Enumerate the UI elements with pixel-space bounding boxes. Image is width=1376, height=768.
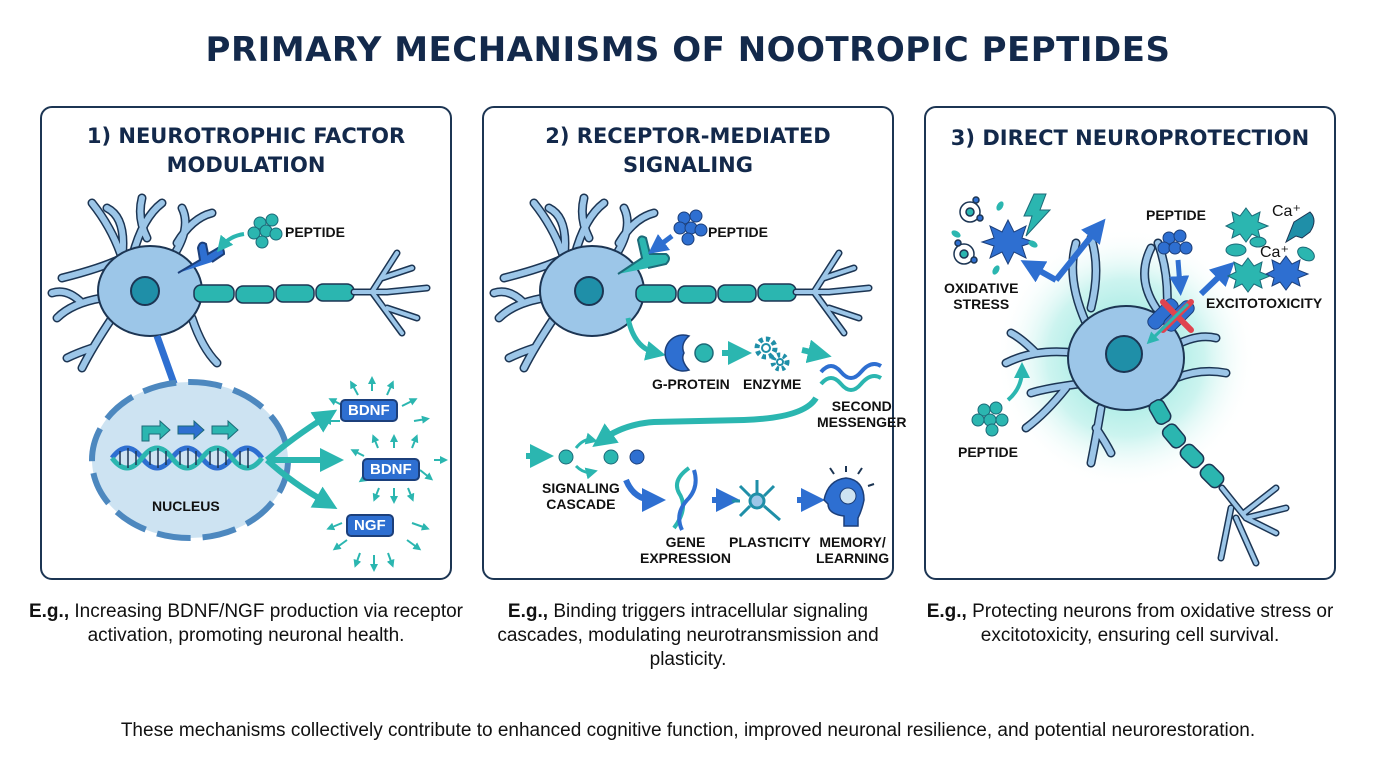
- panel-title-line1: 2) RECEPTOR-MEDIATED: [545, 124, 831, 148]
- arrow-icon: [1198, 261, 1235, 297]
- starburst-icon: [1224, 207, 1270, 243]
- starburst-icon: [1264, 255, 1310, 291]
- caption-receptor-signaling: E.g., Binding triggers intracellular sig…: [468, 600, 908, 672]
- peptide-label: PEPTIDE: [708, 224, 768, 240]
- axon-icon: [1148, 399, 1225, 489]
- footer-summary: These mechanisms collectively contribute…: [120, 720, 1256, 741]
- calcium-ion-label: Ca⁺: [1260, 244, 1289, 261]
- arrow-icon: [623, 478, 666, 512]
- arrow-icon: [264, 409, 344, 509]
- peptide-cluster-icon: [971, 401, 1009, 437]
- label-line: OXIDATIVE: [944, 280, 1019, 296]
- calcium-ion-label: Ca⁺: [1272, 203, 1301, 220]
- arrow-icon: [625, 317, 666, 361]
- panel-title: 3) DIRECT NEUROPROTECTION: [926, 124, 1334, 153]
- peptide-label: PEPTIDE: [958, 444, 1018, 460]
- dna-icon: [110, 445, 264, 471]
- brain-head-icon: [823, 466, 875, 527]
- peptide-label: PEPTIDE: [285, 224, 345, 240]
- panel-title-line2: SIGNALING: [622, 153, 753, 177]
- signaling-cascade-label: SIGNALING CASCADE: [542, 480, 620, 512]
- lightning-icon: [1023, 193, 1052, 237]
- label-line: GENE: [665, 534, 706, 550]
- panel-title-line2: MODULATION: [166, 153, 326, 177]
- gene-expression-label: GENE EXPRESSION: [640, 534, 731, 566]
- excitotoxicity-label: EXCITOTOXICITY: [1206, 295, 1323, 311]
- cascade-icon: [526, 432, 645, 480]
- label-line: CASCADE: [546, 496, 616, 512]
- peptide-cluster-icon: [1157, 229, 1193, 255]
- page-title: PRIMARY MECHANISMS OF NOOTROPIC PEPTIDES: [205, 30, 1171, 70]
- label-line: MESSENGER: [817, 414, 907, 430]
- arrow-icon: [1020, 218, 1106, 283]
- panel-title-line1: 3) DIRECT NEUROPROTECTION: [950, 126, 1310, 150]
- caption-prefix: E.g.,: [507, 601, 549, 622]
- label-line: LEARNING: [816, 550, 890, 566]
- neurotrophic-illustration: [47, 193, 448, 572]
- arrow-icon: [217, 232, 245, 253]
- second-messenger-label: SECOND MESSENGER: [817, 398, 906, 430]
- gear-icon: [754, 336, 790, 372]
- channel-block-icon: [1146, 298, 1195, 345]
- particle-icon: [1225, 236, 1315, 262]
- nucleus-label: NUCLEUS: [152, 498, 220, 514]
- label-line: SIGNALING: [542, 480, 620, 496]
- receptor-signaling-illustration: [489, 193, 883, 531]
- panel-receptor-signaling: 2) RECEPTOR-MEDIATED SIGNALING: [482, 106, 906, 580]
- neuron-icon: [489, 193, 659, 373]
- wave-icon: [819, 362, 883, 392]
- neuron-small-icon: [732, 480, 781, 522]
- memory-learning-label: MEMORY/ LEARNING: [816, 534, 889, 566]
- caption-prefix: E.g.,: [926, 601, 967, 622]
- peptide-cluster-icon: [247, 213, 283, 249]
- dna-icon: [672, 466, 698, 531]
- radical-icon: [953, 196, 984, 265]
- ngf-label: NGF: [346, 514, 394, 537]
- panel-neuroprotection: 3) DIRECT NEUROPROTECTION: [924, 106, 1336, 580]
- peptide-label: PEPTIDE: [1146, 207, 1206, 223]
- caption-prefix: E.g.,: [28, 601, 70, 622]
- particle-icon: [951, 201, 1038, 275]
- panel-title: 2) RECEPTOR-MEDIATED SIGNALING: [484, 122, 892, 180]
- arrow-icon: [1169, 259, 1190, 296]
- caption-text: Binding triggers intracellular signaling…: [497, 601, 879, 670]
- g-protein-label: G-PROTEIN: [652, 376, 730, 392]
- panel-title: 1) NEUROTROPHIC FACTOR MODULATION: [42, 122, 450, 180]
- label-line: EXPRESSION: [640, 550, 732, 566]
- axon-icon: [635, 249, 873, 337]
- panel-title-line1: 1) NEUROTROPHIC FACTOR: [86, 124, 406, 148]
- axon-terminal-icon: [1217, 484, 1290, 567]
- bdnf-label: BDNF: [362, 458, 420, 481]
- arrow-icon: [648, 234, 674, 254]
- axon-icon: [193, 249, 431, 337]
- plasticity-label: PLASTICITY: [729, 534, 811, 550]
- label-line: MEMORY/: [819, 534, 886, 550]
- arrow-icon: [1284, 211, 1315, 244]
- caption-neurotrophic: E.g., Increasing BDNF/NGF production via…: [26, 600, 466, 648]
- neuron-icon: [47, 193, 222, 373]
- caption-text: Protecting neurons from oxidative stress…: [966, 601, 1334, 646]
- peptide-cluster-icon: [673, 209, 708, 246]
- bdnf-label: BDNF: [340, 399, 398, 422]
- caption-text: Increasing BDNF/NGF production via recep…: [69, 601, 463, 646]
- g-protein-icon: [664, 334, 714, 372]
- label-line: STRESS: [953, 296, 1010, 312]
- label-line: SECOND: [831, 398, 892, 414]
- panel-neurotrophic: 1) NEUROTROPHIC FACTOR MODULATION: [40, 106, 452, 580]
- arrow-icon: [801, 339, 832, 364]
- starburst-icon: [1226, 257, 1272, 293]
- enzyme-label: ENZYME: [743, 376, 802, 392]
- starburst-icon: [980, 218, 1036, 266]
- caption-neuroprotection: E.g., Protecting neurons from oxidative …: [910, 600, 1350, 648]
- oxidative-stress-label: OXIDATIVE STRESS: [944, 280, 1018, 312]
- arrow-icon: [592, 396, 819, 448]
- radiating-arrows-icon: [323, 376, 448, 572]
- neuroprotection-illustration: [951, 193, 1315, 567]
- arrow-icon: [1006, 362, 1030, 402]
